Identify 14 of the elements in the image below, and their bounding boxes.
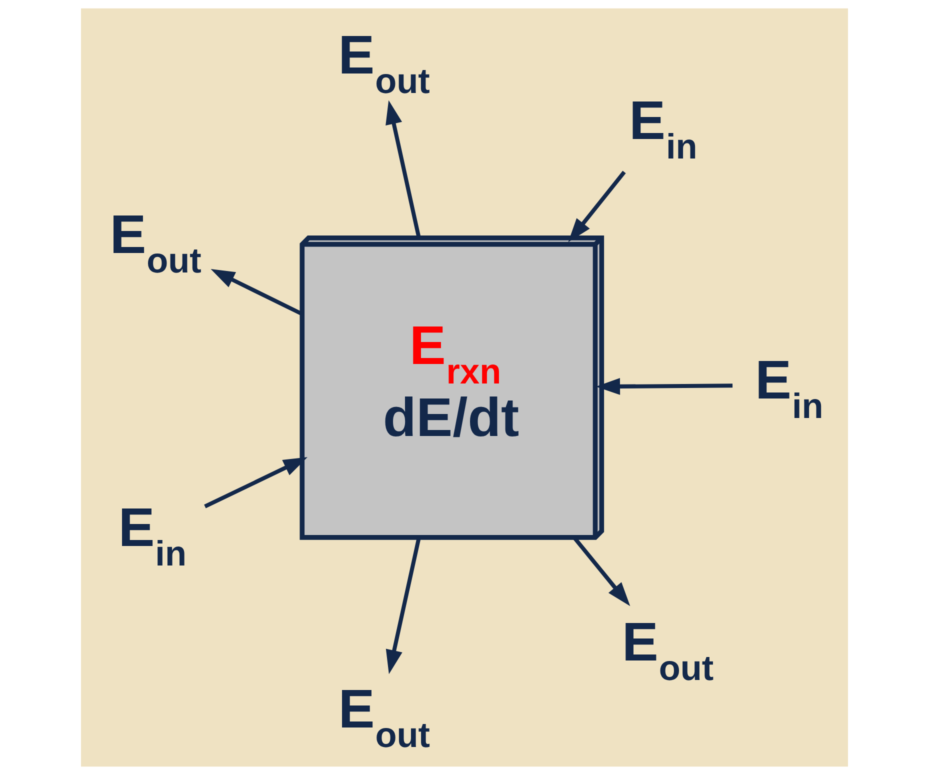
node-text: E$_{in}$ [754, 349, 823, 426]
arrow [572, 536, 630, 606]
arrow [385, 100, 420, 238]
node-text: E$_{out}$ [109, 204, 201, 281]
arrow [204, 457, 307, 508]
node-text: E$_{in}$ [628, 90, 697, 166]
arrow [210, 269, 303, 316]
node-text: E$_{out}$ [622, 611, 714, 688]
arrow [595, 378, 732, 395]
arrow [385, 537, 420, 674]
node-text: E$_{in}$ [118, 496, 186, 574]
node-text: E$_{out}$ [338, 24, 430, 102]
node-text: E$_{out}$ [338, 678, 430, 756]
arrow [568, 170, 626, 242]
